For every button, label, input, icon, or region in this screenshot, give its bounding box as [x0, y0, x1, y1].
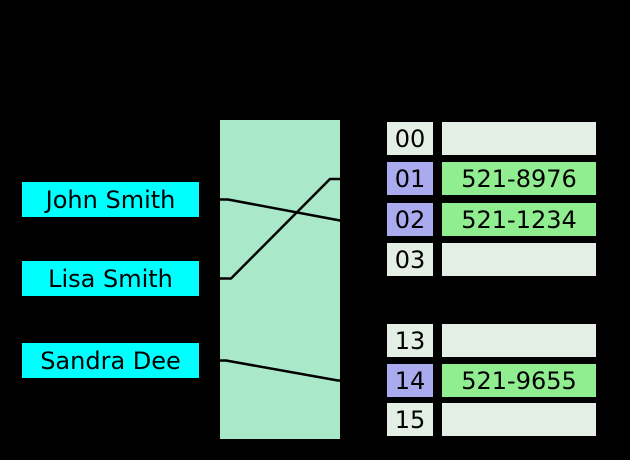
bucket-index-03: 03: [385, 241, 435, 278]
key-box-john-smith: John Smith: [20, 180, 201, 219]
bucket-index-14: 14: [385, 362, 435, 399]
bucket-index-13: 13: [385, 322, 435, 359]
key-label-john-smith: John Smith: [45, 185, 176, 214]
bucket-index-02: 02: [385, 201, 435, 238]
key-label-sandra-dee: Sandra Dee: [40, 346, 181, 375]
key-label-lisa-smith: Lisa Smith: [48, 264, 173, 293]
hash-function-box: [220, 120, 340, 439]
bucket-value-00: [440, 120, 598, 157]
bucket-index-15: 15: [385, 401, 435, 438]
bucket-value-14: 521-9655: [440, 362, 598, 399]
bucket-value-03: [440, 241, 598, 278]
bucket-value-13: [440, 322, 598, 359]
bucket-index-00: 00: [385, 120, 435, 157]
key-box-lisa-smith: Lisa Smith: [20, 259, 201, 298]
bucket-index-01: 01: [385, 160, 435, 197]
key-box-sandra-dee: Sandra Dee: [20, 341, 201, 380]
bucket-value-15: [440, 401, 598, 438]
bucket-value-02: 521-1234: [440, 201, 598, 238]
bucket-value-01: 521-8976: [440, 160, 598, 197]
